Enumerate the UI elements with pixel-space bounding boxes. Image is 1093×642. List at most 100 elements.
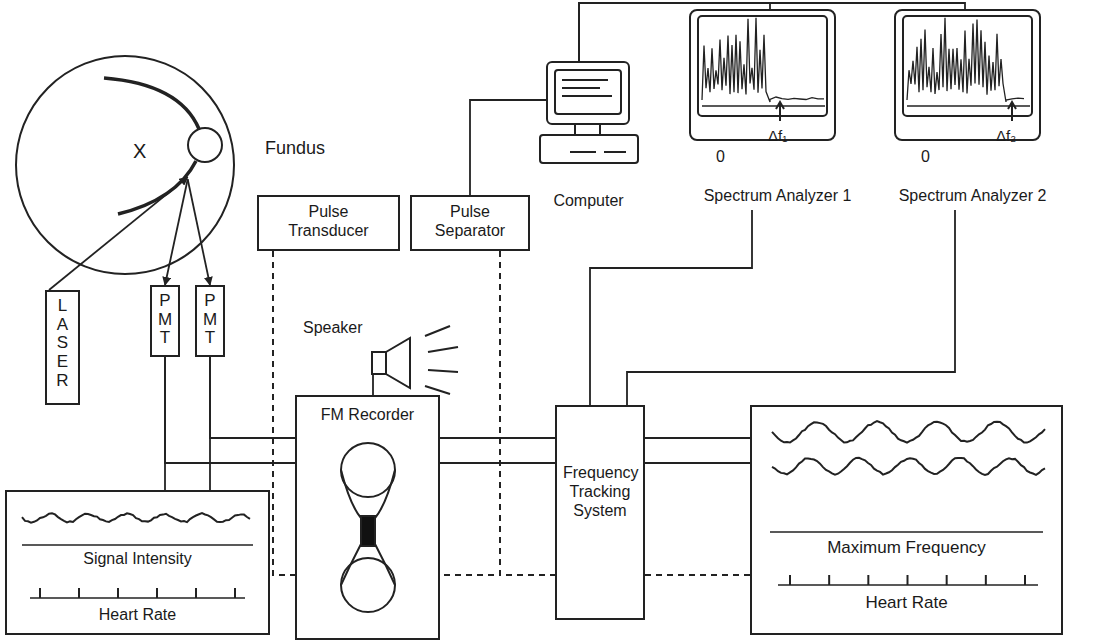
tape-reels xyxy=(341,544,361,585)
connector xyxy=(500,251,555,575)
speaker-icon xyxy=(428,347,458,352)
computer-icon xyxy=(540,62,638,163)
computer-icon xyxy=(574,124,576,135)
tape-reels xyxy=(375,470,395,518)
recorder-box: FM Recorder xyxy=(295,395,440,640)
waveform-trace xyxy=(867,575,869,585)
fundus-vessels xyxy=(104,78,222,214)
speaker-icon xyxy=(425,386,450,394)
speaker-node: Speaker xyxy=(365,336,460,396)
process-box: Pulse Separator xyxy=(410,195,530,251)
tape-reels xyxy=(341,470,361,518)
connector xyxy=(440,462,555,464)
computer-icon xyxy=(547,62,629,124)
device-label: Frequency Tracking System xyxy=(563,463,637,521)
display-box: Signal IntensityHeart Rate xyxy=(5,490,270,635)
computer-icon xyxy=(562,87,600,89)
display-box: Maximum FrequencyHeart Rate xyxy=(750,405,1063,635)
axis-label: Heart Rate xyxy=(7,605,268,624)
analyzer-node: 0 Δf₂ Spectrum Analyzer 2 xyxy=(880,8,1065,208)
computer-icon xyxy=(599,124,601,135)
signal-display xyxy=(770,531,1043,533)
waveform-trace xyxy=(772,421,1045,443)
display-label: Maximum Frequency xyxy=(752,538,1061,558)
waveform-trace xyxy=(156,588,158,598)
region-label: Fundus xyxy=(265,138,325,160)
connector xyxy=(470,100,547,195)
process-box: Pulse Transducer xyxy=(257,195,400,251)
waveform-trace xyxy=(234,588,236,598)
fundus-circle: FundusX xyxy=(15,55,235,275)
analyzer-screens xyxy=(690,10,835,140)
device-label: PMT xyxy=(202,292,219,348)
analyzer-screens xyxy=(903,16,1032,116)
connector xyxy=(165,179,188,285)
circle-outline xyxy=(15,55,235,275)
frequency-mark: Δf₂ xyxy=(996,127,1016,145)
tape-reels xyxy=(341,443,395,612)
speaker-icon xyxy=(372,326,458,394)
connector xyxy=(165,357,295,463)
device-label: LASER xyxy=(54,297,71,390)
waveform-trace xyxy=(985,575,987,585)
connector xyxy=(645,574,750,576)
spectrum-trace xyxy=(907,105,1030,106)
device-label: Spectrum Analyzer 1 xyxy=(680,186,875,205)
laser-box: LASER xyxy=(45,290,80,405)
axis-origin: 0 xyxy=(921,147,930,166)
computer-node: Computer xyxy=(537,60,640,166)
waveform-trace xyxy=(39,588,41,598)
connector xyxy=(645,437,750,439)
device-label: Pulse Transducer xyxy=(271,202,386,240)
connector xyxy=(273,251,295,575)
computer-icon xyxy=(562,79,608,81)
speaker-icon xyxy=(372,352,386,374)
analyzer-screens xyxy=(698,16,827,116)
computer-icon xyxy=(604,151,626,153)
spectrum-trace xyxy=(702,18,1030,106)
computer-icon xyxy=(540,135,638,163)
connector xyxy=(579,3,770,62)
waveform-trace xyxy=(772,458,1045,475)
marker-label: X xyxy=(133,139,146,163)
analyzer-node: 0 Δf₁ Spectrum Analyzer 1 xyxy=(680,8,875,208)
pmt-box: PMT xyxy=(195,285,225,357)
tape-reels xyxy=(375,544,395,585)
tape-reels xyxy=(361,516,375,546)
waveform-trace xyxy=(946,575,948,585)
speaker-icon xyxy=(428,370,458,372)
axis-origin: 0 xyxy=(716,147,725,166)
waveform-trace xyxy=(117,588,119,598)
device-label: Pulse Separator xyxy=(424,202,516,240)
signal-display xyxy=(30,597,245,599)
analyzer-screens xyxy=(895,10,1040,140)
device-label: Spectrum Analyzer 2 xyxy=(880,186,1065,205)
analyzer-screens xyxy=(690,10,1040,140)
pmt-box: PMT xyxy=(150,285,180,357)
fundus-vessels xyxy=(188,128,222,162)
connector xyxy=(645,462,750,464)
spectrum-trace xyxy=(702,105,825,106)
waveform-trace xyxy=(22,513,250,523)
signal-display xyxy=(22,544,253,546)
computer-icon xyxy=(562,95,612,97)
device-label: FM Recorder xyxy=(297,405,438,424)
waveform-trace xyxy=(22,421,1045,598)
circle-outline xyxy=(16,56,234,274)
frequency-mark: Δf₁ xyxy=(768,127,787,145)
tape-reels xyxy=(341,443,395,497)
connector xyxy=(372,374,374,395)
connector xyxy=(440,437,555,439)
connector xyxy=(579,3,965,62)
spectrum-trace xyxy=(907,18,1024,102)
speaker-icon xyxy=(425,326,450,336)
connector xyxy=(440,251,500,575)
device-label: Computer xyxy=(537,191,640,210)
device-label: Speaker xyxy=(303,318,363,337)
spectrum-trace xyxy=(702,18,824,102)
computer-icon xyxy=(570,151,596,153)
process-box: Frequency Tracking System xyxy=(555,405,645,620)
connector xyxy=(210,357,295,438)
display-label: Signal Intensity xyxy=(7,549,268,568)
fundus-vessels xyxy=(104,78,199,129)
